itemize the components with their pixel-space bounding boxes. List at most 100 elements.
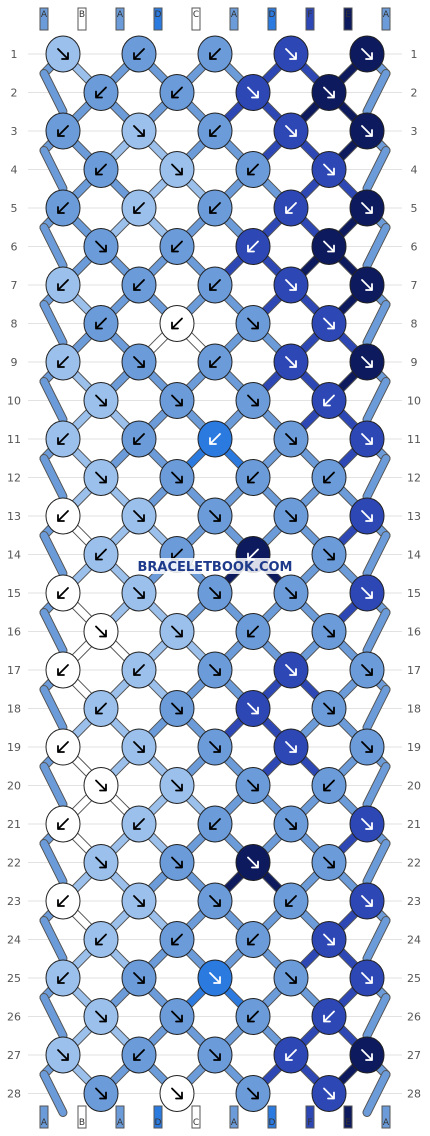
knot <box>273 959 309 997</box>
knot <box>159 459 195 496</box>
knot <box>45 112 81 150</box>
strand-segment <box>363 840 390 885</box>
strand-segment <box>363 532 390 577</box>
arrow-down-right-icon <box>247 779 259 792</box>
knot <box>349 35 385 73</box>
strand-label-bottom: A <box>231 1118 238 1128</box>
arrow-down-right-icon <box>57 1049 69 1061</box>
arrow-down-right-icon <box>133 356 145 368</box>
strand-segment <box>363 70 390 115</box>
knot <box>273 1036 309 1074</box>
strand-label-bottom: F <box>307 1118 312 1128</box>
arrow-down-left-icon <box>323 1010 335 1023</box>
arrow-down-left-icon <box>209 818 221 830</box>
strand-label-top: A <box>117 10 124 20</box>
arrow-down-right-icon <box>133 741 145 753</box>
strand-segment <box>40 994 67 1039</box>
knot <box>349 343 385 381</box>
arrow-down-right-icon <box>361 895 373 907</box>
row-number-right: 9 <box>411 356 418 369</box>
row-number-left: 20 <box>7 780 21 793</box>
bottom-strand-stub <box>343 1105 353 1129</box>
arrow-down-right-icon <box>133 587 145 599</box>
arrow-down-right-icon <box>95 625 107 638</box>
row-number-left: 7 <box>11 279 18 292</box>
bottom-strand-stub <box>305 1105 315 1129</box>
knot <box>159 998 195 1035</box>
row-number-left: 28 <box>7 1088 21 1101</box>
strand-segment <box>40 455 67 500</box>
row-number-right: 23 <box>407 895 421 908</box>
arrow-down-right-icon <box>171 1010 183 1023</box>
knot <box>159 767 195 804</box>
row-number-left: 25 <box>7 972 21 985</box>
arrow-down-right-icon <box>361 1049 373 1061</box>
arrow-down-left-icon <box>247 625 259 638</box>
knot <box>197 805 233 843</box>
arrow-down-left-icon <box>247 933 259 946</box>
strand-label-bottom: A <box>117 1118 124 1128</box>
arrow-down-right-icon <box>57 48 69 60</box>
arrow-down-left-icon <box>57 972 69 984</box>
knot <box>45 805 81 843</box>
top-strand-stub <box>115 7 125 31</box>
arrow-down-right-icon <box>323 86 335 99</box>
knot <box>45 420 81 458</box>
knot <box>349 651 385 689</box>
knot <box>197 882 233 920</box>
arrow-down-right-icon <box>361 972 373 984</box>
bottom-strand-stub <box>229 1105 239 1129</box>
knot <box>197 959 233 997</box>
arrow-down-right-icon <box>247 394 259 407</box>
knot <box>235 690 271 727</box>
row-number-left: 19 <box>7 741 21 754</box>
knot-grid <box>45 35 385 1112</box>
knot <box>121 574 157 612</box>
knot <box>197 35 233 73</box>
arrow-down-left-icon <box>133 664 145 676</box>
knot <box>311 74 347 111</box>
row-number-left: 1 <box>11 48 18 61</box>
arrow-down-right-icon <box>133 972 145 984</box>
arrow-down-right-icon <box>361 510 373 522</box>
knot <box>83 690 119 727</box>
row-number-right: 7 <box>411 279 418 292</box>
arrow-down-left-icon <box>247 1010 259 1023</box>
arrow-down-left-icon <box>133 433 145 445</box>
strand-label-top: C <box>193 10 199 20</box>
knot <box>197 112 233 150</box>
row-number-left: 3 <box>11 125 18 138</box>
strand-label-top: B <box>79 10 85 20</box>
arrow-down-left-icon <box>57 895 69 907</box>
arrow-down-right-icon <box>361 587 373 599</box>
row-number-right: 13 <box>407 510 421 523</box>
arrow-down-right-icon <box>171 471 183 484</box>
strand-segment <box>363 455 390 500</box>
knot <box>45 728 81 766</box>
arrow-down-right-icon <box>95 1087 107 1100</box>
strand-segment <box>363 609 390 654</box>
knot <box>159 74 195 111</box>
arrow-down-left-icon <box>171 933 183 946</box>
strand-label-bottom: A <box>383 1118 390 1128</box>
knot <box>83 382 119 419</box>
knot <box>121 420 157 458</box>
row-number-right: 11 <box>407 433 421 446</box>
knot <box>235 305 271 342</box>
arrow-down-right-icon <box>361 433 373 445</box>
strand-label-top: A <box>383 10 390 20</box>
knot <box>121 651 157 689</box>
strand-segment <box>40 70 67 115</box>
arrow-down-left-icon <box>57 741 69 753</box>
knot <box>311 382 347 419</box>
knot <box>273 728 309 766</box>
knot <box>45 343 81 381</box>
arrow-down-right-icon <box>95 240 107 253</box>
arrow-down-left-icon <box>57 818 69 830</box>
bottom-strand-stub <box>381 1105 391 1129</box>
arrow-down-right-icon <box>95 1010 107 1023</box>
bottom-strand-stub <box>39 1105 49 1129</box>
row-number-left: 24 <box>7 934 21 947</box>
knot <box>273 882 309 920</box>
knot <box>159 1075 195 1112</box>
